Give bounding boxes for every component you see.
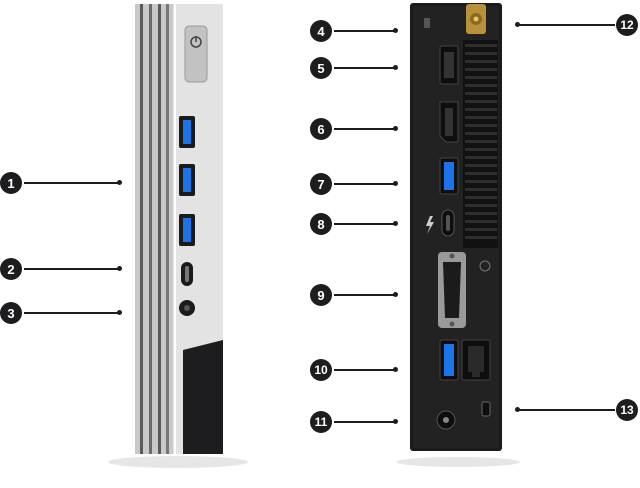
usb-a-port-icon	[440, 340, 458, 380]
usb-c-port-icon	[181, 262, 193, 286]
callout-dot-7	[393, 181, 398, 186]
callout-badge-8: 8	[310, 213, 332, 235]
callout-dot-3	[117, 310, 122, 315]
callout-badge-9: 9	[310, 284, 332, 306]
callout-line-1	[24, 182, 118, 184]
callout-badge-4: 4	[310, 20, 332, 42]
callout-line-5	[334, 67, 394, 69]
vga-port-icon	[438, 252, 466, 328]
vent-grille	[463, 40, 498, 248]
callout-dot-11	[393, 419, 398, 424]
callout-badge-2: 2	[0, 258, 22, 280]
displayport-icon	[440, 102, 458, 142]
callout-line-8	[334, 223, 394, 225]
callout-line-3	[24, 312, 118, 314]
callout-line-2	[24, 268, 118, 270]
callout-line-7	[334, 183, 394, 185]
callout-line-13	[519, 409, 615, 411]
callout-line-9	[334, 294, 394, 296]
callout-dot-5	[393, 65, 398, 70]
callout-badge-3: 3	[0, 302, 22, 324]
callout-badge-10: 10	[310, 359, 332, 381]
callout-line-11	[334, 421, 394, 423]
usb-a-port-icon	[440, 158, 458, 194]
callout-badge-7: 7	[310, 173, 332, 195]
callout-badge-5: 5	[310, 57, 332, 79]
front-panel	[108, 4, 248, 468]
callout-line-12	[519, 24, 615, 26]
callout-line-6	[334, 128, 394, 130]
callout-dot-2	[117, 266, 122, 271]
usb-a-port-icon	[179, 116, 195, 246]
callout-badge-12: 12	[616, 14, 638, 36]
power-button-icon	[185, 26, 207, 82]
antenna-connector-icon	[466, 4, 486, 34]
rear-panel	[396, 3, 520, 467]
ethernet-port-icon	[462, 340, 490, 380]
dc-in-port-icon	[437, 411, 455, 429]
callout-line-10	[334, 369, 394, 371]
callout-badge-13: 13	[616, 399, 638, 421]
callout-line-4	[334, 30, 394, 32]
callout-dot-6	[393, 126, 398, 131]
callout-badge-11: 11	[310, 411, 332, 433]
usb-c-port-icon	[442, 210, 454, 236]
callout-dot-9	[393, 292, 398, 297]
audio-jack-icon	[179, 300, 195, 316]
callout-dot-4	[393, 28, 398, 33]
callout-badge-1: 1	[0, 172, 22, 194]
hdmi-port-icon	[440, 46, 458, 84]
callout-dot-10	[393, 367, 398, 372]
kensington-lock-icon	[482, 402, 490, 416]
callout-dot-8	[393, 221, 398, 226]
callout-badge-6: 6	[310, 118, 332, 140]
callout-dot-1	[117, 180, 122, 185]
